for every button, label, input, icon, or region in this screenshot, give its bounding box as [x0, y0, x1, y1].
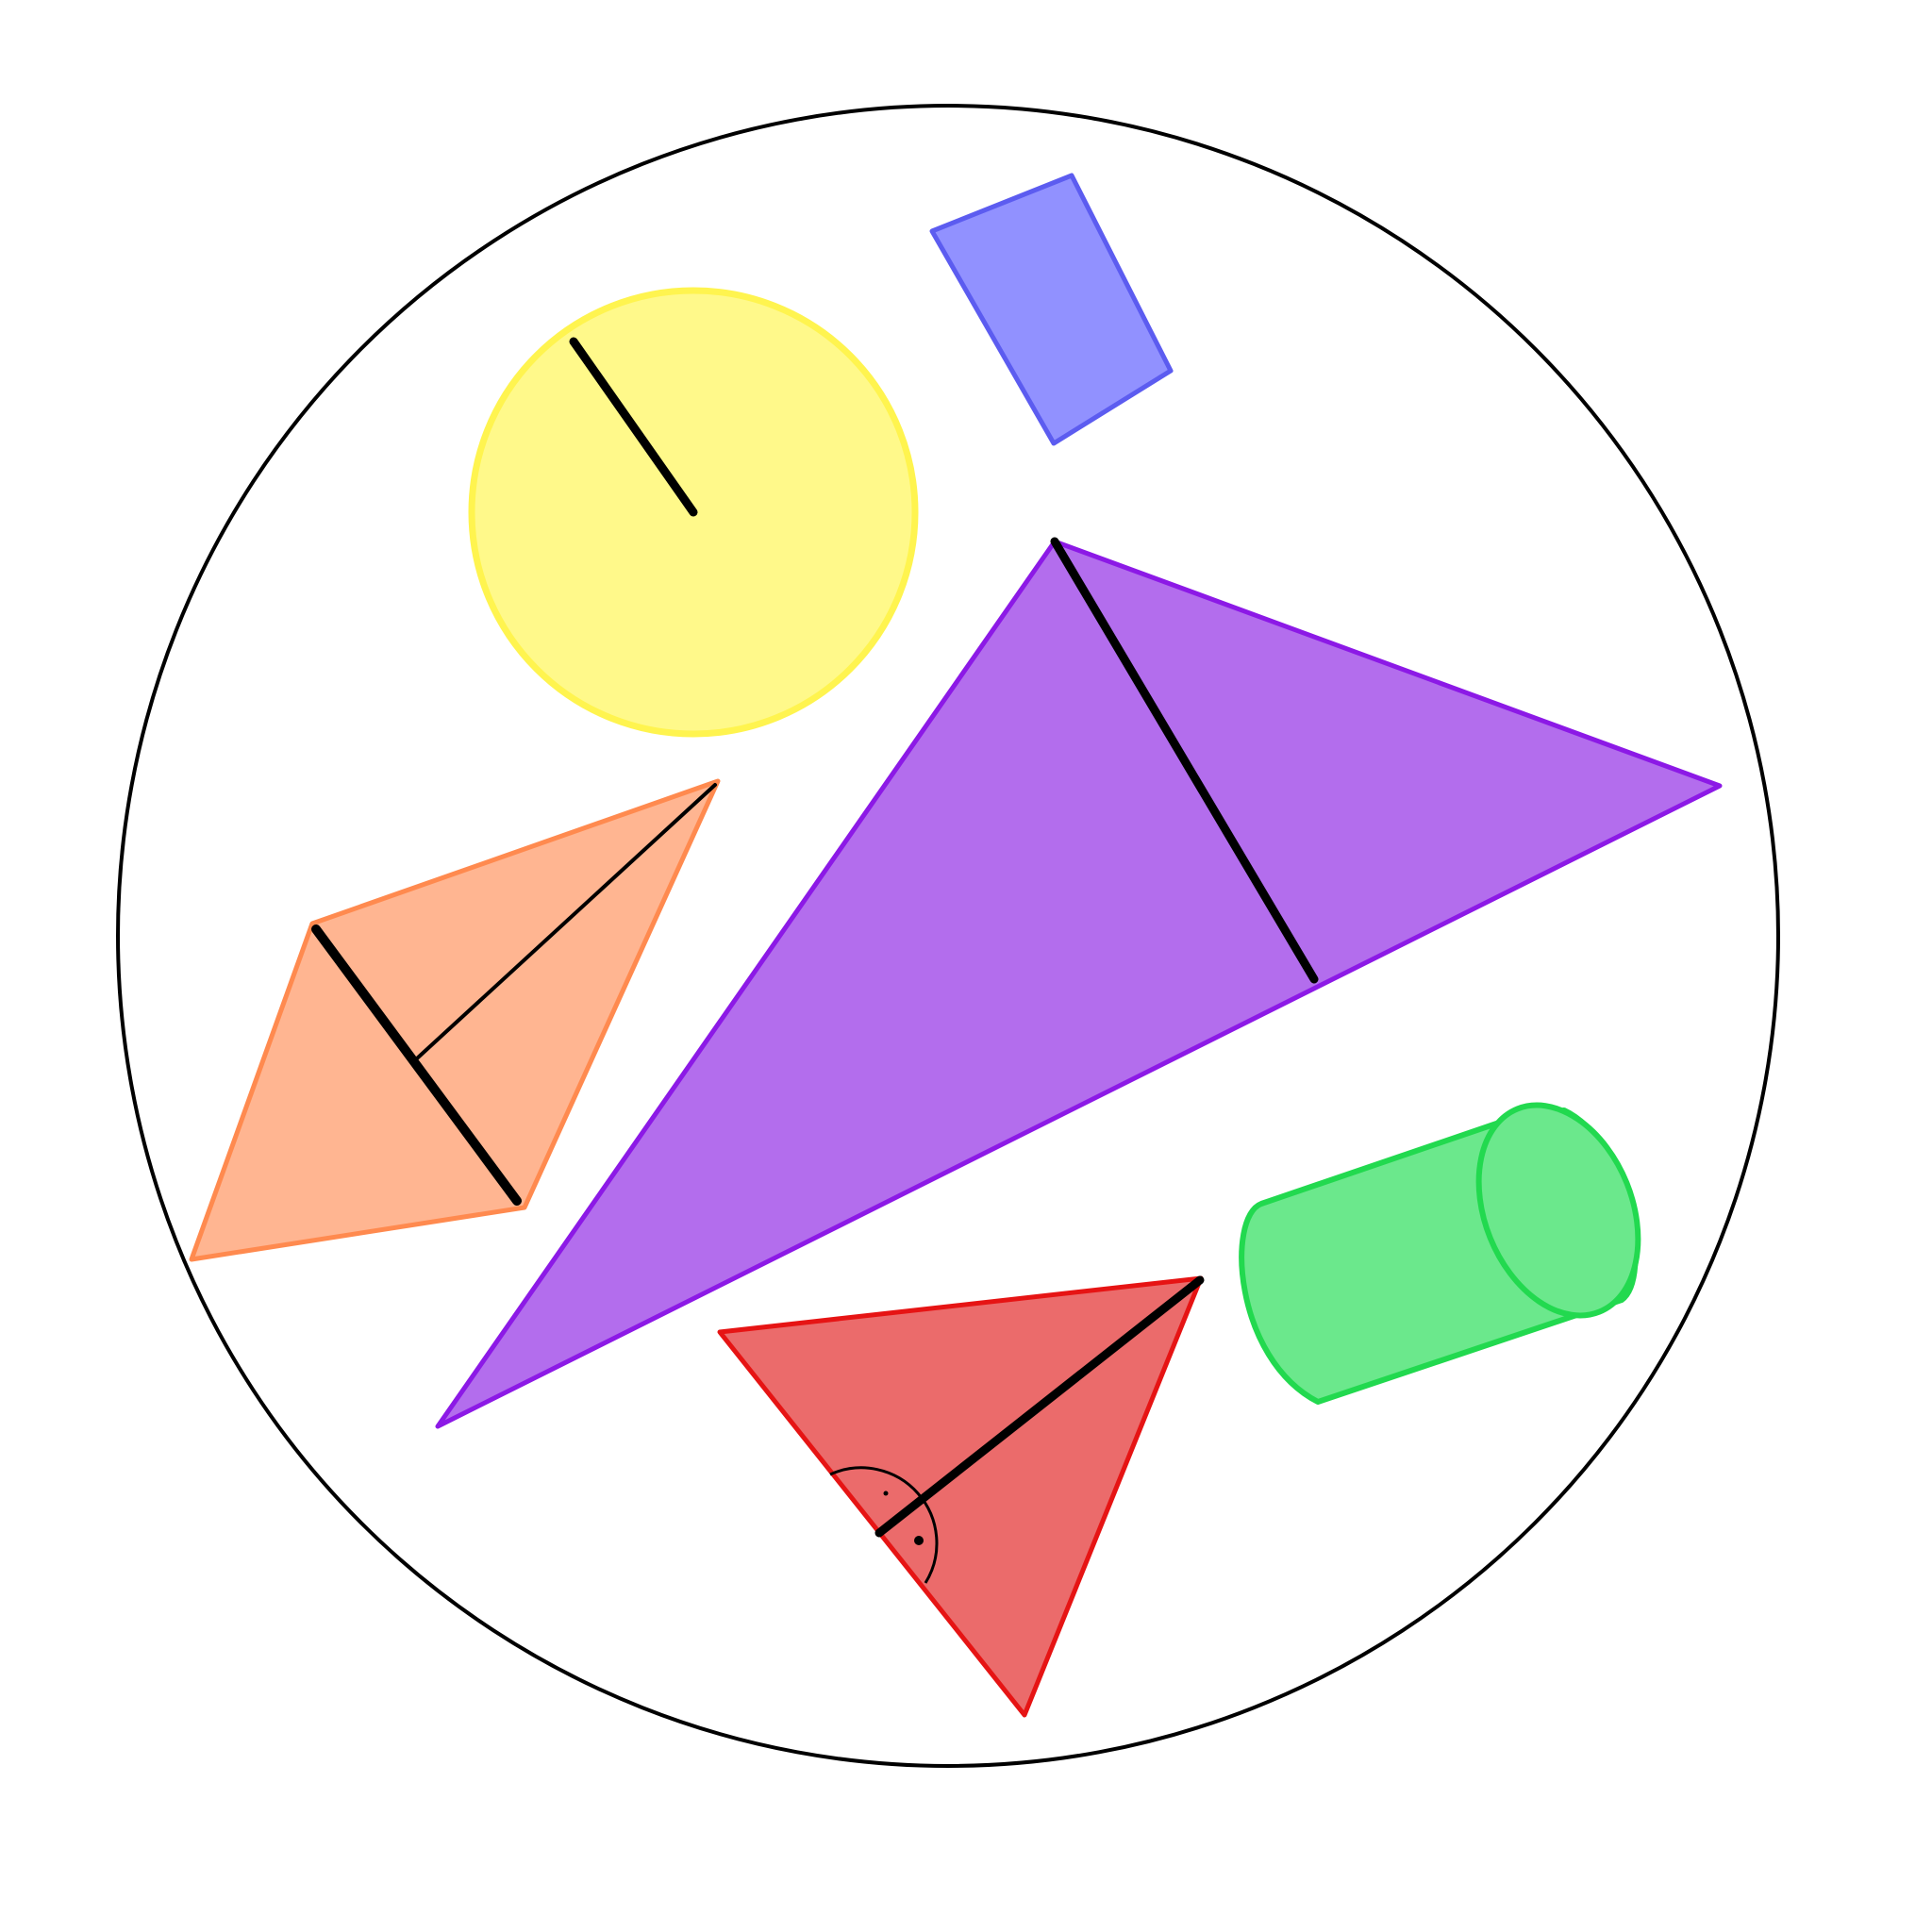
right-angle-dot [914, 1536, 924, 1545]
blue-rectangle [929, 173, 1174, 446]
circle-radius-line [569, 337, 698, 517]
red-triangle [717, 1275, 1204, 1718]
purple-triangle-group [435, 537, 1723, 1429]
rhombus-perpendicular-line [415, 783, 717, 1060]
orange-rhombus-group [189, 778, 721, 1262]
purple-triangle-height-line [1050, 537, 1319, 984]
yellow-circle-group [468, 287, 919, 738]
green-cylinder-top [1475, 1102, 1641, 1319]
green-cylinder-group [1239, 1102, 1641, 1405]
red-triangle-group [717, 1275, 1205, 1718]
outer-circle [116, 104, 1780, 1768]
red-triangle-height-line [874, 1275, 1205, 1538]
purple-triangle [435, 539, 1723, 1429]
right-angle-dot [883, 1491, 889, 1496]
right-angle-marker [829, 1466, 939, 1584]
rhombus-diagonal-line [311, 924, 522, 1206]
